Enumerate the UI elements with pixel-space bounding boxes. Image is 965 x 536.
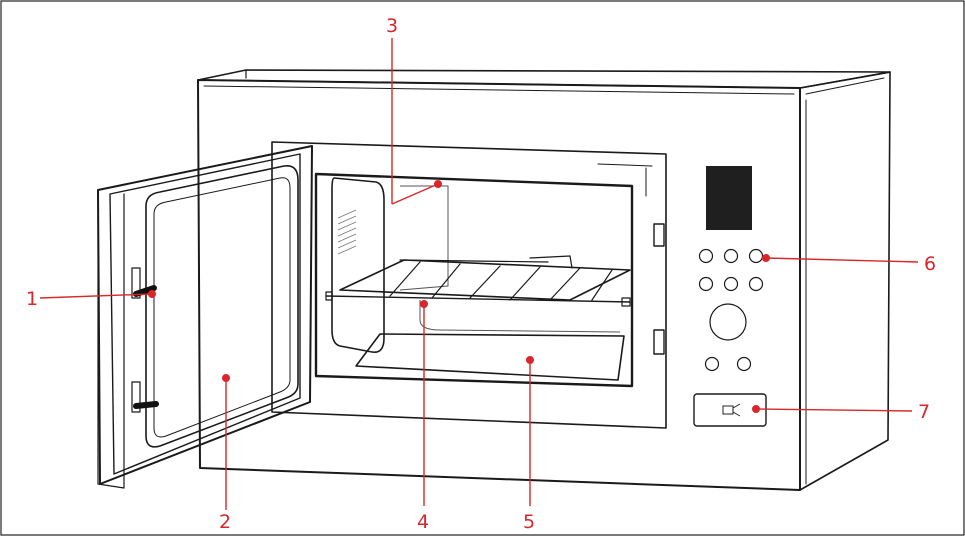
- wire-rack-drawing: [325, 255, 631, 333]
- control-panel-drawing: [693, 166, 767, 427]
- callout-5-label: 5: [523, 511, 535, 533]
- callout-6-label: 6: [924, 253, 936, 275]
- callout-1-label: 1: [26, 288, 38, 310]
- callout-3-label: 3: [386, 15, 398, 37]
- callout-7-label: 7: [918, 401, 930, 423]
- callout-5: 5: [523, 356, 535, 533]
- callout-7: 7: [752, 401, 930, 423]
- callout-4: 4: [417, 300, 429, 533]
- display-screen: [706, 166, 752, 230]
- oven-cavity: [314, 172, 665, 388]
- callout-3: 3: [386, 15, 442, 205]
- door-release-icon: [722, 403, 741, 417]
- appliance-body: [197, 69, 891, 491]
- callout-1: 1: [26, 288, 156, 310]
- open-door: [97, 145, 313, 489]
- callout-6: 6: [762, 253, 936, 275]
- callout-2: 2: [219, 374, 231, 533]
- callout-2-label: 2: [219, 511, 231, 533]
- callout-4-label: 4: [417, 511, 429, 533]
- door-release-frame: [693, 393, 767, 427]
